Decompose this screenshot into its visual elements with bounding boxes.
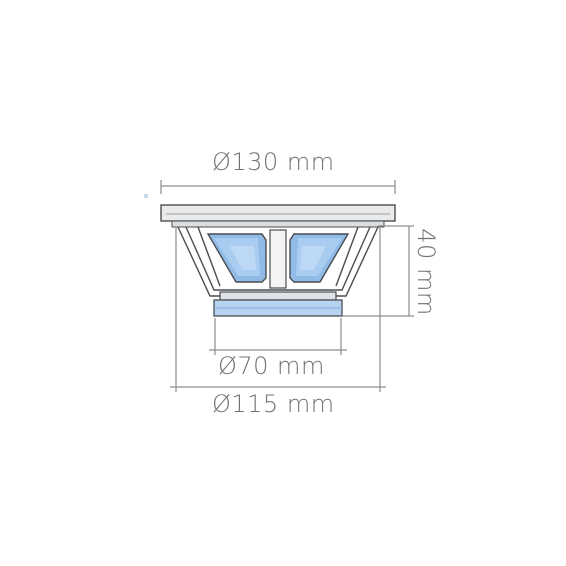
cutout-diameter-label: Ø115 mm xyxy=(212,390,335,418)
cone-window-left xyxy=(206,233,267,283)
magnet-diameter-label: Ø70 mm xyxy=(218,352,325,380)
cutout-extension-lines xyxy=(170,228,386,392)
depth-dimension xyxy=(342,225,414,317)
outer-diameter-label: Ø130 mm xyxy=(212,148,335,176)
outer-diameter-dimension xyxy=(160,180,396,194)
magnet-extension-lines xyxy=(209,318,347,355)
depth-label: 40 mm xyxy=(412,228,440,316)
speaker-magnet xyxy=(213,291,343,317)
cone-window-right xyxy=(289,233,350,283)
center-spoke xyxy=(269,229,287,289)
speaker-flange xyxy=(160,204,396,228)
corner-mark xyxy=(144,194,148,198)
